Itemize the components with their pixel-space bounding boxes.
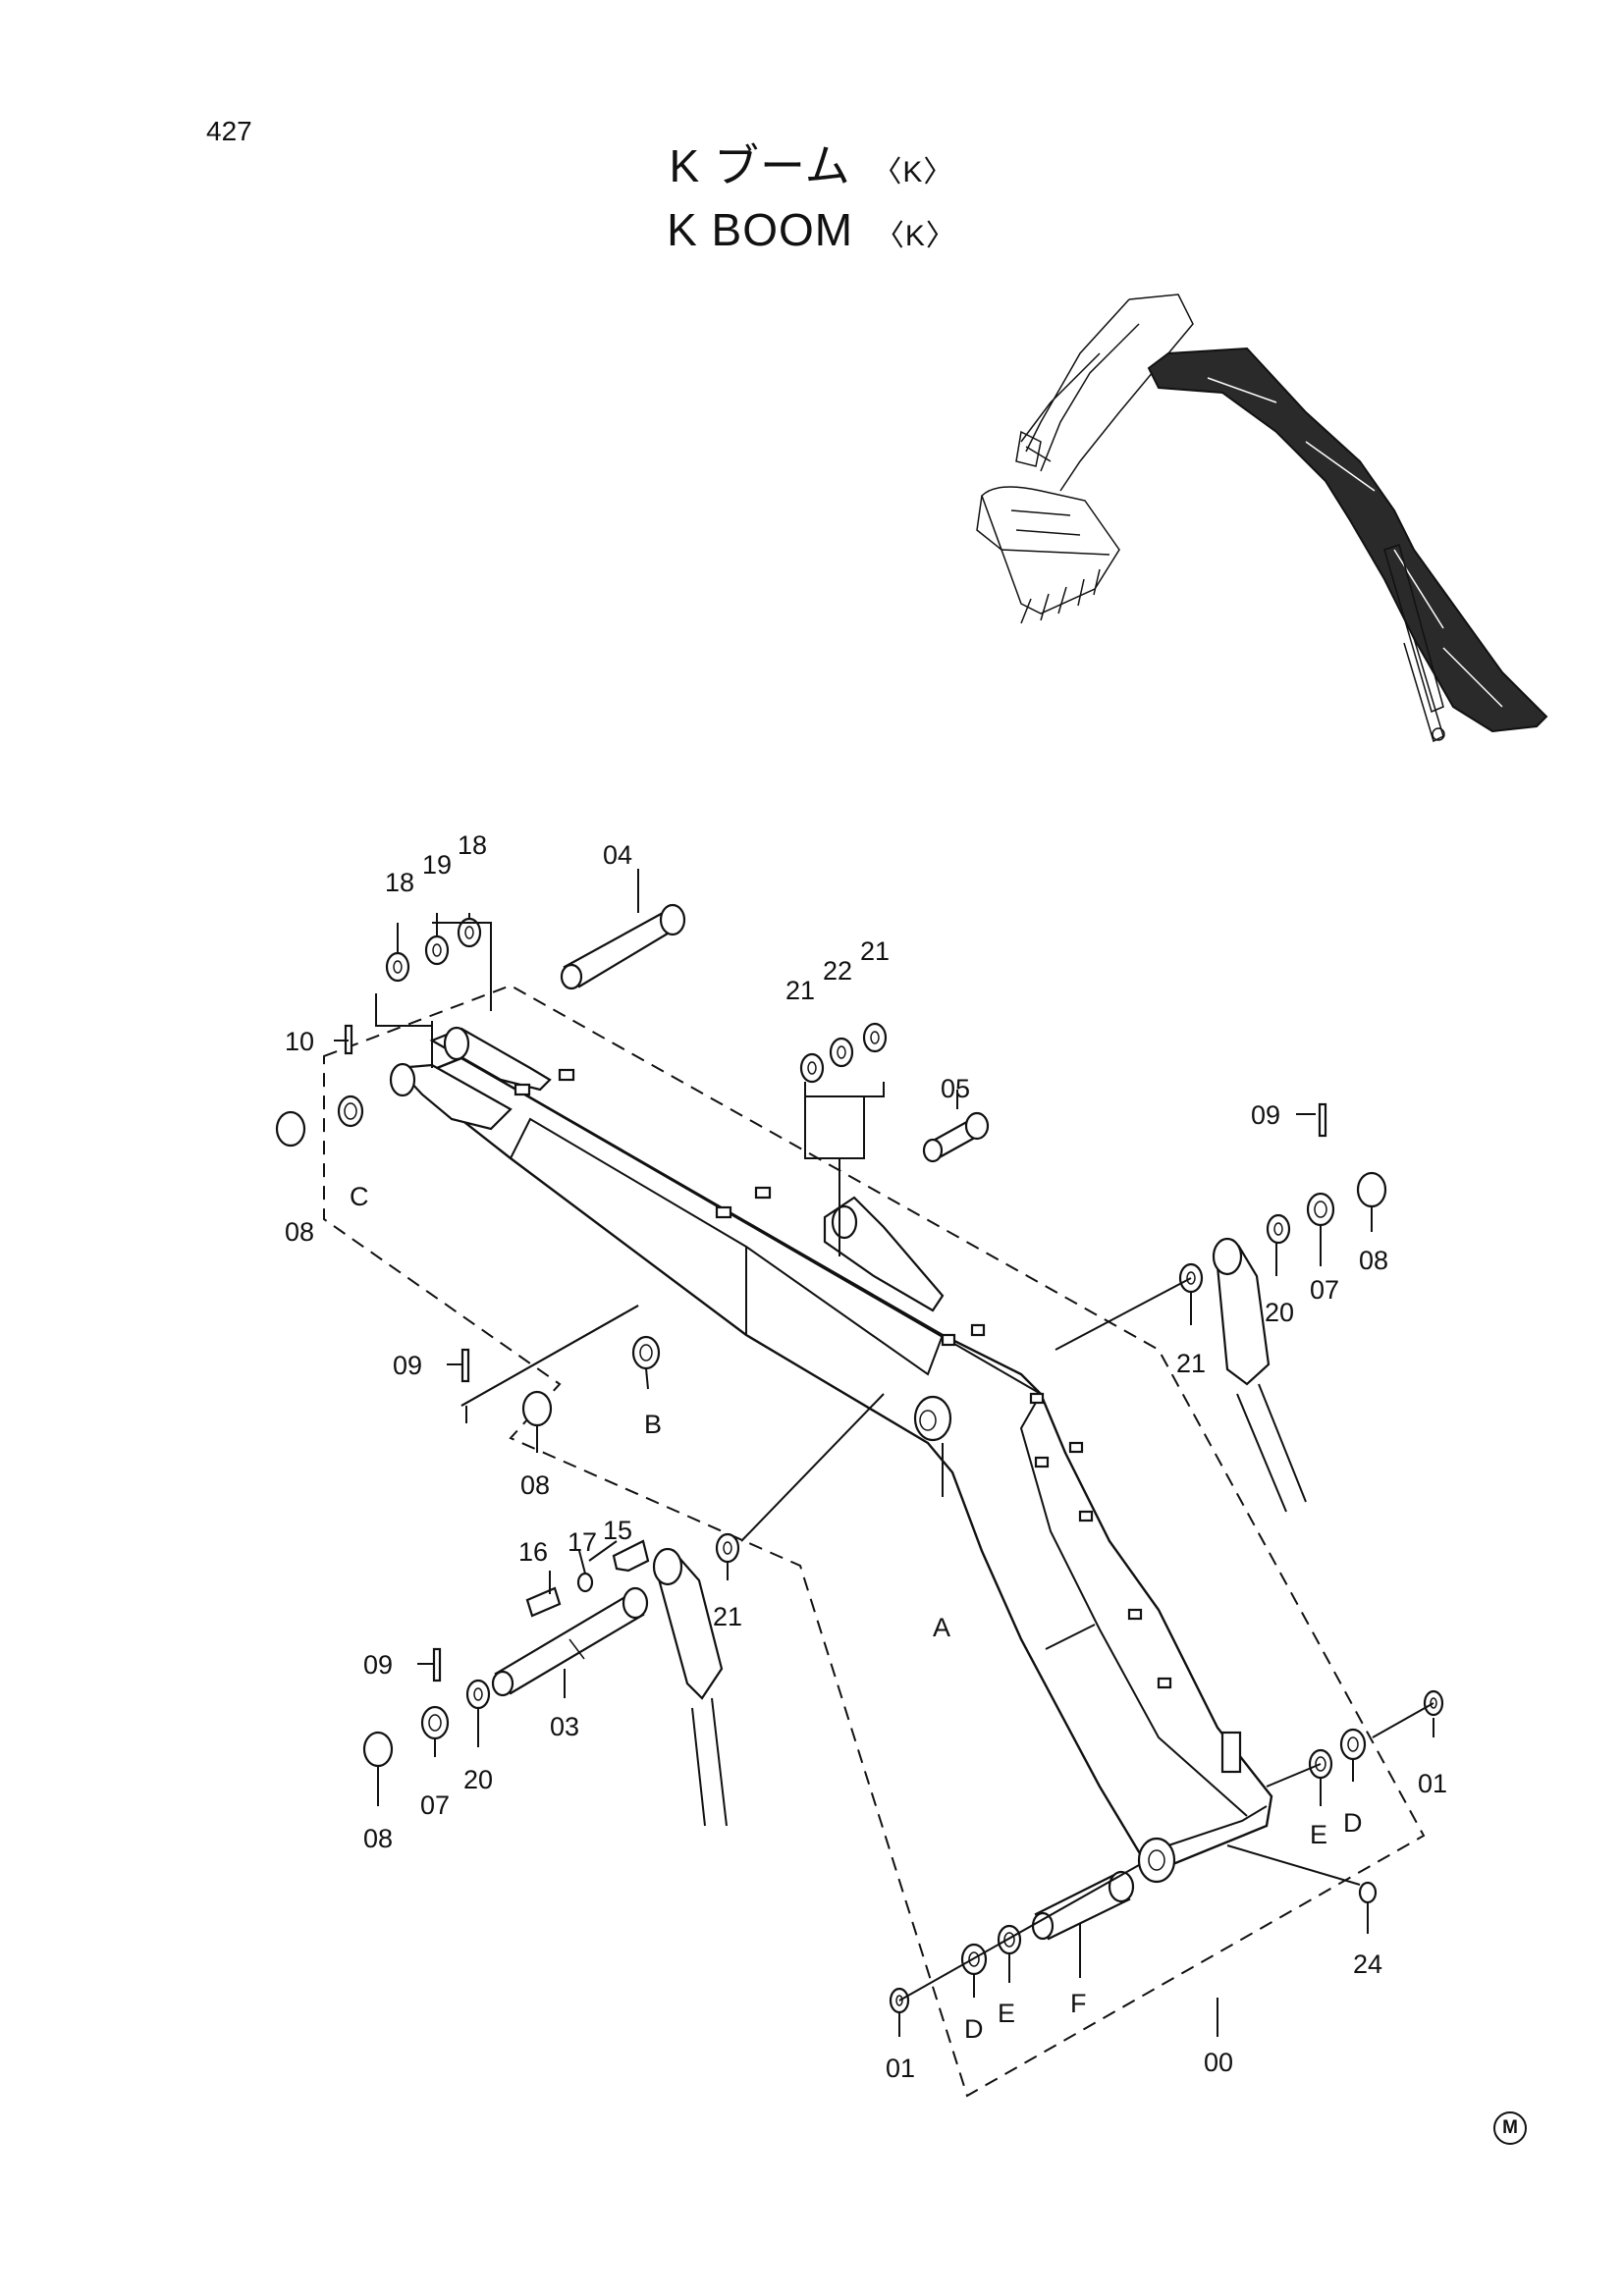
title-japanese: K ブーム 〈K〉 [0,137,1623,201]
title-english: K BOOM 〈K〉 [0,201,1623,265]
callout-10: 10 [285,1027,314,1056]
title-jp-prefix: K [669,140,701,191]
callout-03: 03 [550,1712,579,1741]
boom-cylinder-outline [1383,544,1445,743]
highlighted-boom-silhouette [1147,347,1548,733]
washers-and-bushings [275,917,1444,2014]
title-en-prefix: K [667,204,698,255]
callout-09-middle: 09 [393,1351,422,1380]
callout-16: 16 [518,1537,548,1567]
excavator-overview-illustration [976,294,1548,743]
callout-labels: 18 19 18 04 10 C 08 21 22 21 05 09 08 20… [285,830,1447,2083]
pin-04 [560,903,686,990]
callout-01-right: 01 [1418,1769,1447,1798]
callout-A: A [933,1613,950,1642]
callout-19: 19 [422,850,452,880]
callout-21-top-left: 21 [785,976,815,1005]
callout-D-bottom: D [964,2014,984,2044]
callout-09-lower-left: 09 [363,1650,393,1680]
bucket-outline [976,486,1120,624]
callout-15: 15 [603,1516,632,1545]
callout-08-middle: 08 [520,1470,550,1500]
callout-01-bottom: 01 [886,2054,915,2083]
assembly-boundary-dashed-line [323,984,1426,2098]
callout-20-lower-left: 20 [463,1765,493,1794]
callout-09-right: 09 [1251,1100,1280,1130]
title-en-variant: 〈K〉 [874,220,956,252]
callout-08-lower-left: 08 [363,1824,393,1853]
callout-17: 17 [568,1527,597,1557]
pin-F [1031,1870,1135,1941]
callout-E-bottom: E [998,1999,1015,2028]
callout-E-right: E [1310,1820,1327,1849]
callout-18-right: 18 [458,830,487,860]
callout-00: 00 [1204,2048,1233,2077]
callout-C: C [350,1182,369,1211]
callout-07-right: 07 [1310,1275,1339,1305]
page-title: K ブーム 〈K〉 K BOOM 〈K〉 [0,137,1623,265]
callout-08-top-left: 08 [285,1217,314,1247]
leader-lines [334,869,1434,2037]
pin-03 [491,1586,649,1697]
callout-04: 04 [603,840,632,870]
callout-20-right: 20 [1265,1298,1294,1327]
callout-F: F [1070,1989,1087,2018]
boom-body [389,1026,1273,1884]
pin-05 [922,1111,990,1163]
callout-21-top-right: 21 [860,936,890,966]
title-en-name: BOOM [711,204,854,255]
callout-22: 22 [823,956,852,986]
boom-cylinder-left [652,1547,728,1827]
title-jp-variant: 〈K〉 [872,156,954,188]
callout-D-right: D [1343,1808,1363,1838]
callout-08-right: 08 [1359,1246,1388,1275]
callout-21-lower: 21 [713,1602,742,1631]
callout-B: B [644,1410,662,1439]
callout-07-lower-left: 07 [420,1790,450,1820]
title-jp-name: ブーム [714,140,851,191]
callout-24: 24 [1353,1949,1382,1979]
stick-outline [1015,294,1194,492]
boom-cylinder-right [1212,1237,1307,1513]
callout-05: 05 [941,1074,970,1103]
page-number: 427 [206,116,252,146]
revision-mark: M [1493,2111,1527,2145]
callout-18-left: 18 [385,868,414,897]
callout-21-right: 21 [1176,1349,1206,1378]
